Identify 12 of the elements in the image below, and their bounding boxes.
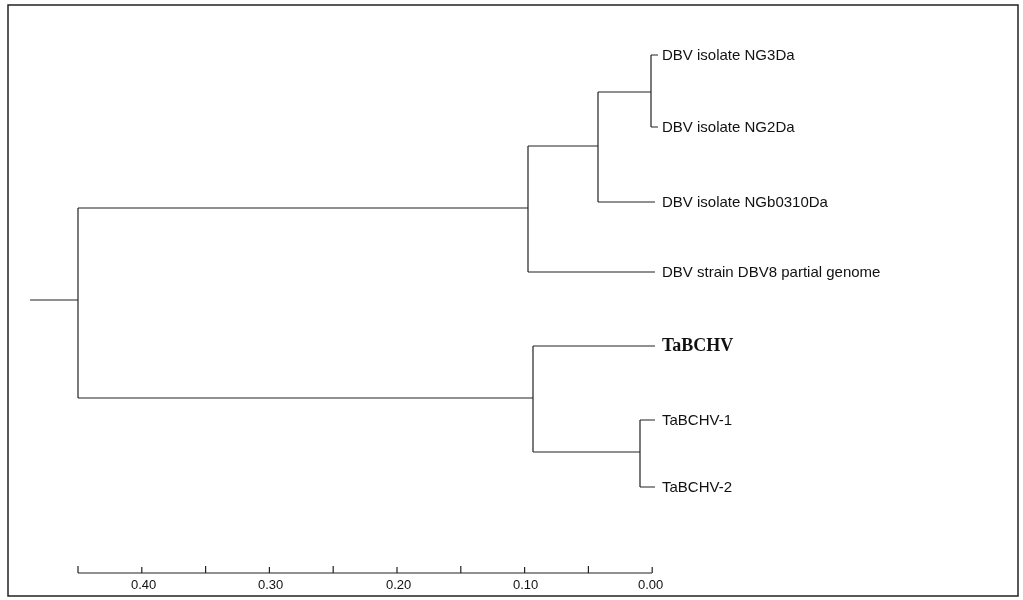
axis-tick-label: 0.40 [131, 577, 157, 592]
taxon-label: DBV strain DBV8 partial genome [662, 263, 881, 281]
axis-tick-label: 0.10 [513, 577, 539, 592]
axis-tick-label: 0.30 [258, 577, 284, 592]
taxon-label: DBV isolate NGb0310Da [662, 193, 828, 211]
taxon-label: TaBCHV-2 [662, 478, 733, 496]
taxon-label: DBV isolate NG2Da [662, 118, 795, 136]
taxon-label: TaBCHV [662, 336, 734, 354]
axis-tick-label: 0.20 [386, 577, 412, 592]
taxon-label: TaBCHV-1 [662, 411, 733, 429]
taxon-label: DBV isolate NG3Da [662, 46, 795, 64]
axis-tick-label: 0.00 [638, 577, 664, 592]
